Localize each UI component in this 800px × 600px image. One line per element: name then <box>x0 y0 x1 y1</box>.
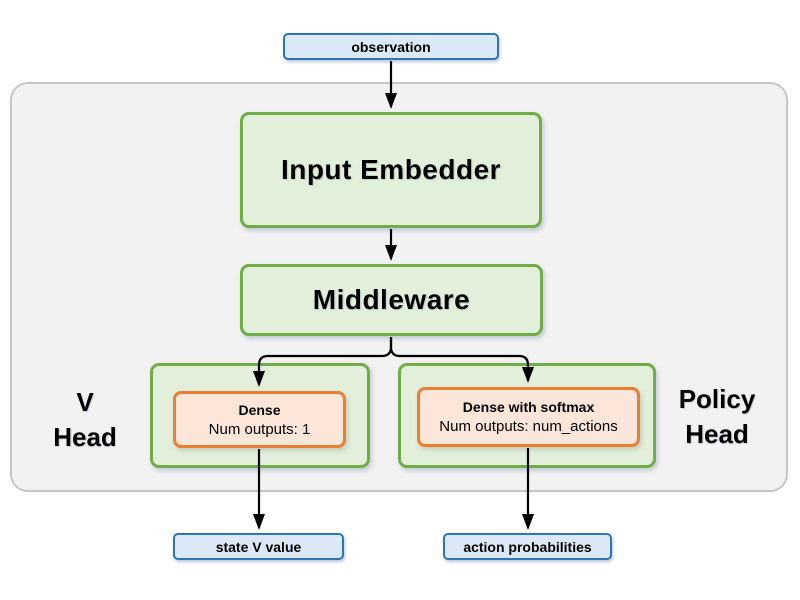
v-head-dense-node: Dense Num outputs: 1 <box>173 391 346 448</box>
state-v-value-node: state V value <box>173 533 344 560</box>
input-embedder-node: Input Embedder <box>240 112 542 228</box>
v-head-label-line2: Head <box>53 422 117 452</box>
action-probabilities-node: action probabilities <box>443 533 612 560</box>
v-head-label: V Head <box>25 385 145 455</box>
v-dense-title: Dense <box>238 401 281 418</box>
policy-head-dense-node: Dense with softmax Num outputs: num_acti… <box>417 387 640 447</box>
v-dense-subtitle: Num outputs: 1 <box>208 420 311 438</box>
policy-head-label: Policy Head <box>657 382 777 452</box>
observation-node: observation <box>283 33 499 60</box>
policy-dense-title: Dense with softmax <box>462 399 595 415</box>
policy-head-label-line1: Policy <box>678 384 756 414</box>
policy-dense-subtitle: Num outputs: num_actions <box>439 418 618 435</box>
v-head-label-line1: V <box>76 387 94 417</box>
policy-head-label-line2: Head <box>685 419 749 449</box>
middleware-node: Middleware <box>240 264 543 336</box>
